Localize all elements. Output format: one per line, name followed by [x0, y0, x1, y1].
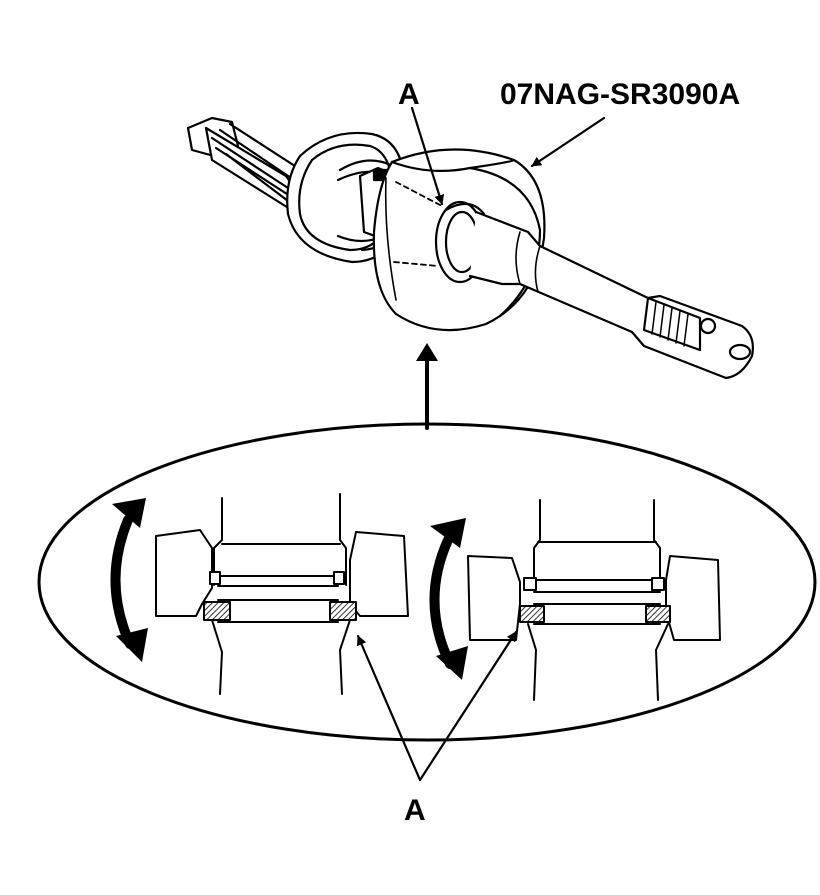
- output-shaft: [468, 210, 754, 380]
- splined-shaft-end: [186, 116, 302, 216]
- tool-number-label: 07NAG-SR3090A: [500, 78, 740, 111]
- tool-pointer-arrow-icon: [530, 116, 606, 168]
- shaft-assembly: [186, 116, 754, 380]
- callout-arrow-icon: [356, 634, 422, 782]
- detail-right-section: [467, 499, 721, 701]
- rotation-arrow-icon: [429, 518, 468, 680]
- detail-left-section: [155, 493, 409, 695]
- callout-label-a-bottom: A: [404, 794, 426, 827]
- callout-arrow-icon: [418, 630, 518, 782]
- rotation-arrow-icon: [110, 498, 148, 662]
- detail-view-ellipse: [37, 422, 817, 742]
- callout-arrow-icon: [410, 106, 445, 206]
- callout-label-a-top: A: [398, 78, 420, 111]
